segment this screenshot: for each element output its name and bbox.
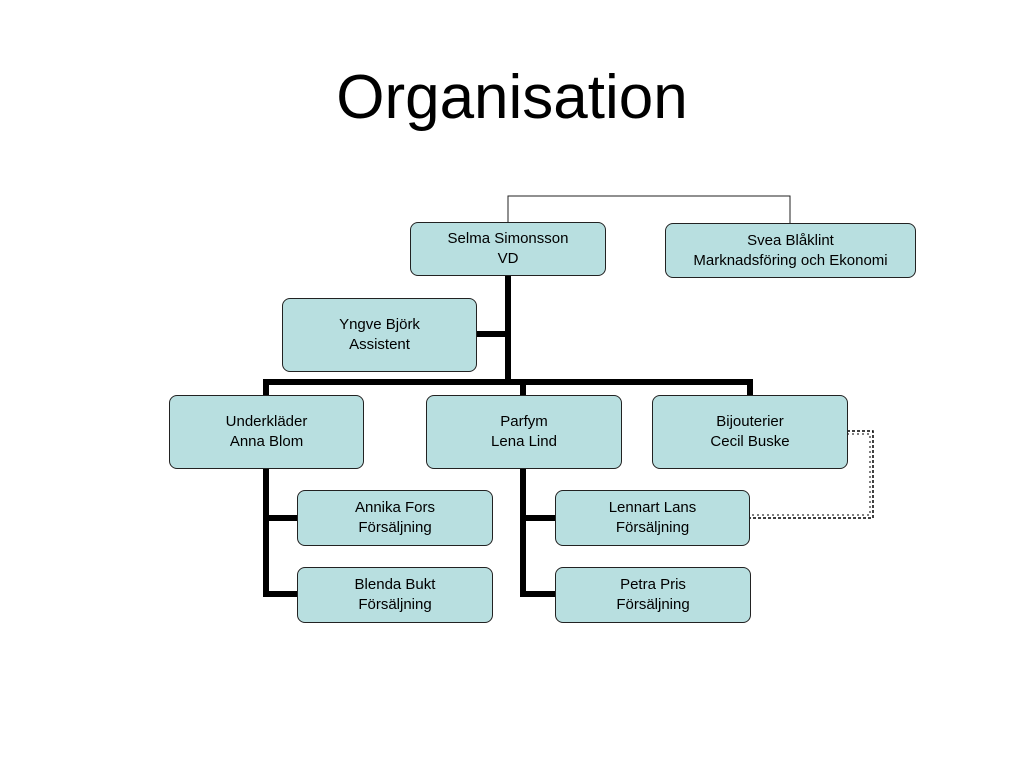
node-dept-bijouterier[interactable]: Bijouterier Cecil Buske [652, 395, 848, 469]
node-member-name: Lennart Lans [608, 499, 697, 516]
node-assistant-role: Assistent [349, 336, 410, 353]
node-assistant[interactable]: Yngve Björk Assistent [282, 298, 477, 372]
node-dept-head: Lena Lind [491, 433, 557, 450]
node-member-role: Försäljning [358, 519, 432, 536]
node-dept-name: Bijouterier [716, 413, 784, 430]
node-member-role: Försäljning [616, 596, 690, 613]
node-dept-parfym[interactable]: Parfym Lena Lind [426, 395, 622, 469]
node-member-petra[interactable]: Petra Pris Försäljning [555, 567, 751, 623]
node-marketing-name: Svea Blåklint [747, 231, 834, 249]
node-ceo-role: VD [497, 250, 519, 267]
node-dept-head: Cecil Buske [710, 433, 790, 450]
node-ceo[interactable]: Selma Simonsson VD [410, 222, 606, 276]
node-dept-head: Anna Blom [229, 433, 304, 450]
node-member-blenda[interactable]: Blenda Bukt Försäljning [297, 567, 493, 623]
node-dept-underklader[interactable]: Underkläder Anna Blom [169, 395, 364, 469]
connector-dotted-inner [749, 433, 871, 516]
node-assistant-name: Yngve Björk [339, 316, 420, 333]
node-member-role: Försäljning [358, 596, 432, 613]
node-member-lennart[interactable]: Lennart Lans Försäljning [555, 490, 750, 546]
slide-title: Organisation [336, 63, 688, 132]
node-member-name: Annika Fors [354, 499, 436, 516]
node-marketing-role: Marknadsföring och Ekonomi [693, 251, 888, 269]
node-member-name: Petra Pris [620, 576, 686, 593]
node-member-name: Blenda Bukt [354, 576, 436, 593]
node-member-role: Försäljning [615, 519, 690, 536]
node-member-annika[interactable]: Annika Fors Försäljning [297, 490, 493, 546]
node-dept-name: Underkläder [225, 413, 308, 430]
node-marketing[interactable]: Svea Blåklint Marknadsföring och Ekonomi [665, 223, 916, 278]
node-ceo-name: Selma Simonsson [447, 230, 569, 247]
connector-ceo-marketing [507, 195, 791, 224]
connector-dotted-bijouterier-lennart [749, 430, 874, 519]
node-dept-name: Parfym [500, 413, 548, 430]
